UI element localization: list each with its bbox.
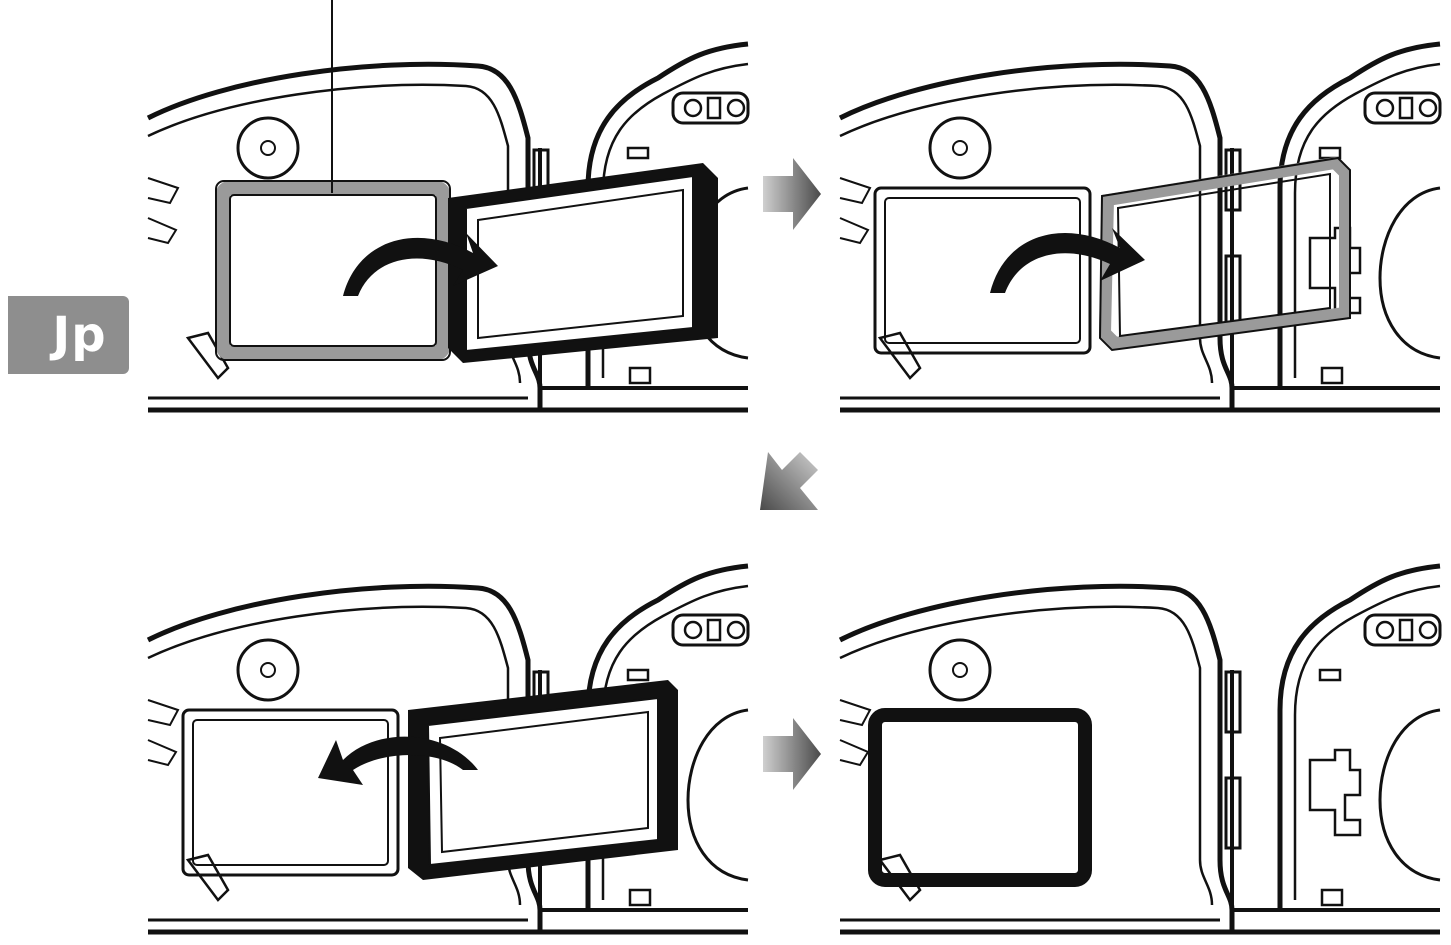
language-tab: Jp <box>8 296 129 374</box>
down-left-arrow-icon <box>760 452 818 510</box>
curved-arrow-icon <box>318 736 478 785</box>
right-arrow-icon <box>763 718 821 790</box>
language-tab-label: Jp <box>52 307 107 363</box>
step-2-panel <box>840 44 1440 410</box>
step-4-panel <box>840 566 1440 932</box>
curved-arrow-icon <box>343 233 498 296</box>
step-3-panel <box>148 566 748 932</box>
step-1-panel <box>148 0 748 410</box>
curved-arrow-icon <box>990 228 1145 293</box>
right-arrow-icon <box>763 158 821 230</box>
